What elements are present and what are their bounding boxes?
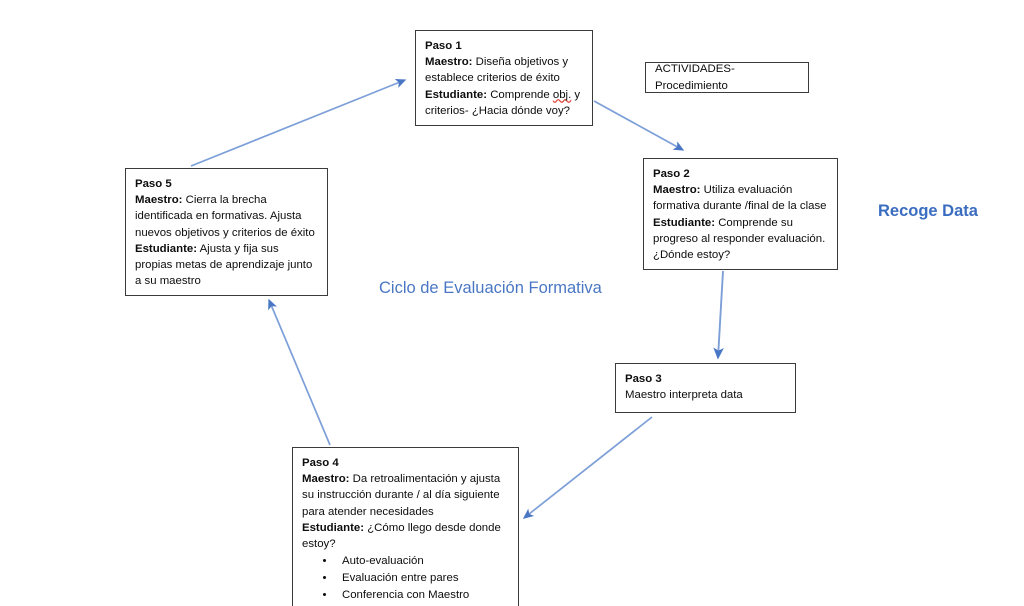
list-item: Auto-evaluación [336,553,509,570]
diagram-title: Ciclo de Evaluación Formativa [379,279,602,297]
student-text: Ajusta y fija sus propias metas de apren… [135,242,313,288]
student-label: Estudiante: [425,88,488,101]
node-paso-3-title: Paso 3 [625,373,662,385]
node-paso-5-title: Paso 5 [135,178,172,190]
side-label-recoge-data: Recoge Data [878,202,978,220]
node-paso-1-teacher-line: Maestro: Diseña objetivos y establece cr… [425,54,583,86]
node-paso-2-student-line: Estudiante: Comprende su progreso al res… [653,215,828,264]
teacher-text: Da retroalimentación y ajusta su instruc… [302,473,501,518]
teacher-label: Maestro: [425,56,473,69]
teacher-text: Diseña objetivos y establece criterios d… [425,56,569,85]
node-paso-1[interactable]: Paso 1 Maestro: Diseña objetivos y estab… [415,30,593,126]
node-paso-1-title: Paso 1 [425,40,462,52]
node-paso-4-student-line: Estudiante: ¿Cómo llego desde donde esto… [302,520,509,552]
node-paso-3[interactable]: Paso 3 Maestro interpreta data [615,363,796,413]
legend-box-actividades[interactable]: ACTIVIDADES- Procedimiento [645,62,809,93]
arrow-paso5-to-paso1 [190,79,407,167]
student-text-after: y criterios- ¿Hacia dónde voy? [425,88,581,117]
arrow-paso1-to-paso2 [593,100,685,151]
student-label: Estudiante: [302,521,365,534]
arrow-paso3-to-paso4 [522,416,653,519]
node-paso-2[interactable]: Paso 2 Maestro: Utiliza evaluación forma… [643,158,838,271]
node-paso-5[interactable]: Paso 5 Maestro: Cierra la brecha identif… [125,168,328,297]
legend-box-label: ACTIVIDADES- Procedimiento [655,63,735,92]
teacher-label: Maestro: [135,194,183,207]
node-paso-4-bullet-list: Auto-evaluación Evaluación entre pares C… [302,553,509,604]
node-paso-5-student-line: Estudiante: Ajusta y fija sus propias me… [135,241,318,290]
student-label: Estudiante: [653,216,716,229]
teacher-text: Cierra la brecha identificada en formati… [135,194,315,239]
node-paso-4-title: Paso 4 [302,457,339,469]
list-item: Evaluación entre pares [336,570,509,587]
list-item: Conferencia con Maestro [336,587,509,604]
node-paso-3-body: Maestro interpreta data [625,389,743,402]
arrow-paso4-to-paso5 [268,298,331,446]
teacher-label: Maestro: [302,473,350,486]
arrow-paso2-to-paso3 [713,270,724,360]
student-label: Estudiante: [135,242,198,255]
node-paso-2-teacher-line: Maestro: Utiliza evaluación formativa du… [653,182,828,214]
spellcheck-misspelled-word: obj. [552,88,572,101]
node-paso-5-teacher-line: Maestro: Cierra la brecha identificada e… [135,192,318,241]
student-text: Comprende su progreso al responder evalu… [653,216,826,261]
node-paso-4-teacher-line: Maestro: Da retroalimentación y ajusta s… [302,471,509,520]
node-paso-2-title: Paso 2 [653,168,690,180]
student-text-before: Comprende [487,88,553,101]
node-paso-1-student-line: Estudiante: Comprende obj. y criterios- … [425,87,583,119]
teacher-label: Maestro: [653,184,701,197]
node-paso-4[interactable]: Paso 4 Maestro: Da retroalimentación y a… [292,447,519,606]
student-text: ¿Cómo llego desde donde estoy? [302,521,501,550]
teacher-text: Utiliza evaluación formativa durante /fi… [653,184,827,213]
